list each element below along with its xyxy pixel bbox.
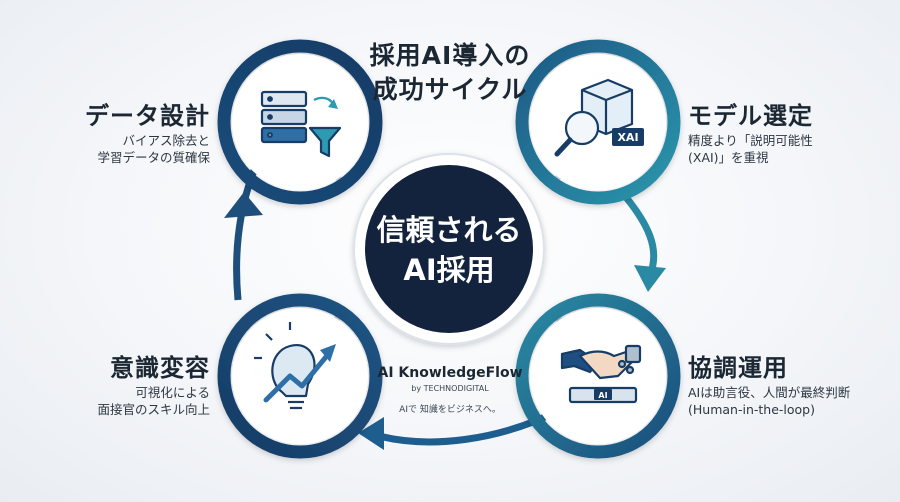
title-line-2: 成功サイクル [372, 75, 528, 104]
brand-by: by TECHNODIGITAL [411, 384, 489, 393]
step-model-selection-heading: モデル選定 [688, 102, 813, 130]
xai-badge-label: XAI [617, 131, 638, 144]
center-circle [365, 165, 533, 333]
step-collaboration-desc-1: AIは助言役、人間が最終判断 [688, 385, 851, 400]
step-mindset-desc-1: 可視化による [135, 385, 210, 400]
center-line-1: 信頼される [376, 213, 521, 247]
handshake-robot-icon [560, 344, 642, 404]
arrowhead-left [358, 417, 384, 450]
database-filter-icon [260, 90, 342, 158]
node-data-design [217, 39, 383, 205]
step-model-selection-desc-2: (XAI)」を重視 [688, 150, 769, 165]
ai-panel-badge-label: AI [598, 391, 607, 400]
step-data-design-desc-1: バイアス除去と [122, 133, 210, 148]
ai-panel-badge [594, 389, 612, 400]
step-model-selection-desc-1: 精度より「説明可能性 [688, 133, 813, 148]
node-mindset-change [217, 293, 383, 459]
title-line-1: 採用AI導入の [369, 41, 531, 70]
brand-name: AI KnowledgeFlow [377, 365, 523, 381]
node-model-selection: XAI [515, 39, 681, 205]
center-line-2: AI採用 [403, 253, 494, 287]
xai-badge [612, 128, 644, 146]
step-collaboration-desc-2: (Human-in-the-loop) [688, 402, 815, 417]
lightbulb-arrow-icon [254, 322, 336, 410]
brand-tagline: AIで 知識をビジネスへ。 [399, 405, 501, 415]
node-collaborative-operation: AI [515, 293, 681, 459]
step-mindset-heading: 意識変容 [110, 354, 210, 382]
arrowhead-down [634, 265, 666, 292]
arrow-top-right [617, 187, 658, 277]
magnifier-cube-icon [554, 78, 644, 157]
arrowhead-up [224, 192, 263, 218]
step-mindset-desc-2: 面接官のスキル向上 [97, 402, 210, 417]
step-data-design-desc-2: 学習データの質確保 [97, 150, 210, 165]
step-data-design-heading: データ設計 [85, 102, 210, 130]
step-collaboration-heading: 協調運用 [688, 354, 788, 382]
